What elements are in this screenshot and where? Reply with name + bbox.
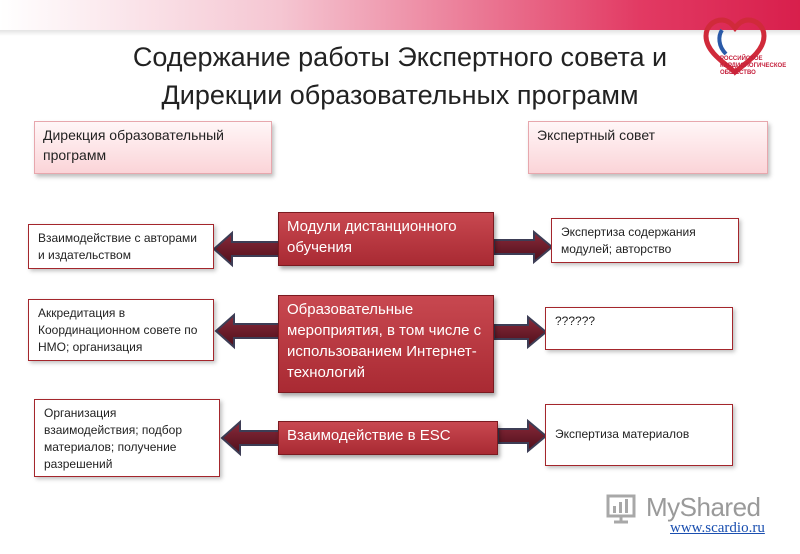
right-box-row-1: Экспертиза содержания модулей; авторство bbox=[551, 218, 739, 263]
center-box-row-1-text: Модули дистанционного обучения bbox=[287, 218, 457, 256]
top-bar-shadow bbox=[0, 30, 800, 36]
myshared-logo-icon bbox=[606, 494, 636, 524]
header-right-box: Экспертный совет bbox=[528, 121, 768, 174]
center-box-row-3-text: Взаимодействие в ESC bbox=[287, 427, 451, 444]
arrow-left-row-1 bbox=[212, 230, 281, 268]
left-box-row-3-text: Организация взаимодействия; подбор матер… bbox=[44, 406, 183, 471]
left-box-row-3: Организация взаимодействия; подбор матер… bbox=[34, 399, 220, 477]
left-box-row-2-text: Аккредитация в Координационном совете по… bbox=[38, 306, 198, 354]
arrow-right-row-3 bbox=[497, 418, 548, 454]
logo-text: РОССИЙСКОЕ КАРДИОЛОГИЧЕСКОЕ ОБЩЕСТВО bbox=[720, 56, 787, 76]
top-gradient-bar bbox=[0, 0, 800, 30]
center-box-row-2: Образовательные мероприятия, в том числе… bbox=[278, 295, 494, 393]
center-box-row-2-text: Образовательные мероприятия, в том числе… bbox=[287, 301, 482, 381]
center-box-row-1: Модули дистанционного обучения bbox=[278, 212, 494, 266]
right-box-row-1-text: Экспертиза содержания модулей; авторство bbox=[561, 225, 696, 256]
heart-logo-icon bbox=[703, 17, 767, 76]
arrow-right-row-2 bbox=[493, 314, 548, 350]
site-link[interactable]: www.scardio.ru bbox=[670, 520, 765, 536]
arrow-right-row-1 bbox=[493, 229, 554, 265]
left-box-row-2: Аккредитация в Координационном совете по… bbox=[28, 299, 214, 361]
left-box-row-1-text: Взаимодействие с авторами и издательство… bbox=[38, 231, 197, 262]
center-box-row-3: Взаимодействие в ESC bbox=[278, 421, 498, 455]
header-left-label: Дирекция образовательный программ bbox=[43, 127, 224, 163]
header-left-box: Дирекция образовательный программ bbox=[34, 121, 272, 174]
title-line-2: Дирекции образовательных программ bbox=[161, 80, 639, 110]
right-box-row-3: Экспертиза материалов bbox=[545, 404, 733, 466]
myshared-watermark: MyShared bbox=[646, 492, 761, 522]
slide-title: Содержание работы Экспертного совета и Д… bbox=[90, 38, 710, 114]
title-line-1: Содержание работы Экспертного совета и bbox=[132, 42, 668, 72]
arrow-left-row-2 bbox=[214, 312, 281, 350]
left-box-row-1: Взаимодействие с авторами и издательство… bbox=[28, 224, 214, 269]
right-box-row-3-text: Экспертиза материалов bbox=[555, 427, 690, 441]
arrow-left-row-3 bbox=[220, 419, 283, 457]
header-right-label: Экспертный совет bbox=[537, 127, 656, 143]
right-box-row-2: ?????? bbox=[545, 307, 733, 350]
right-box-row-2-text: ?????? bbox=[555, 314, 596, 328]
